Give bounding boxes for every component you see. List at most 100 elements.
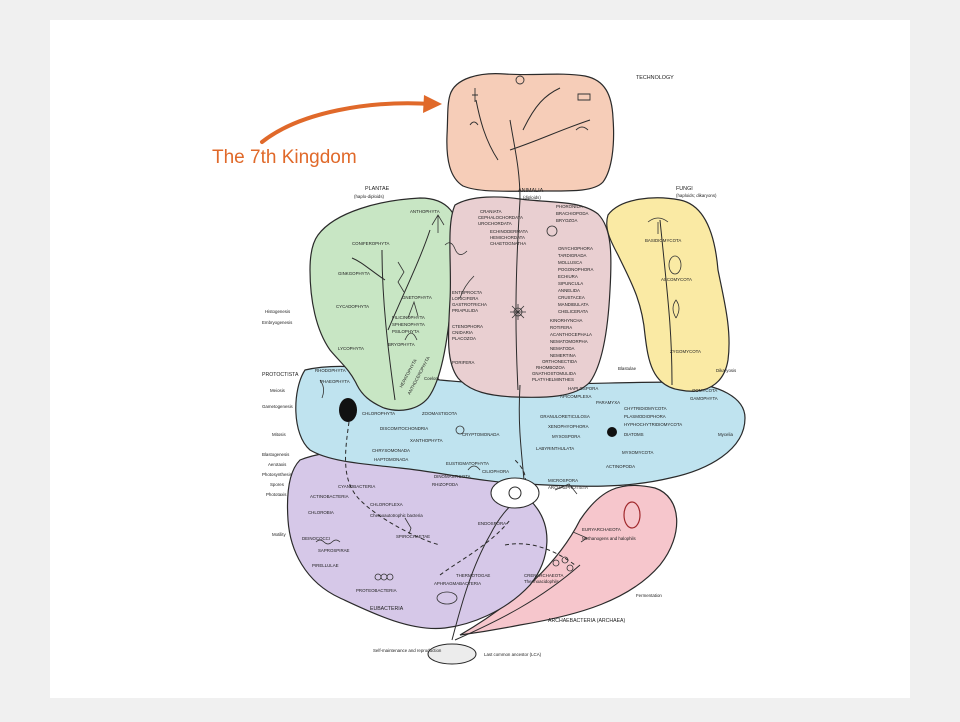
phylum-label: KINORHYNCHA bbox=[550, 318, 583, 323]
side-label-coelom: Coelom bbox=[424, 376, 439, 381]
self-maintenance-label: Self-maintenance and reproduction bbox=[373, 648, 442, 653]
side-label-fermentation: Fermentation bbox=[636, 593, 662, 598]
group-label: ENDOSPORA bbox=[478, 521, 506, 526]
phylum-label: ZOOMASTIGOTA bbox=[422, 411, 457, 416]
phylum-label: POGONOPHORA bbox=[558, 267, 593, 272]
kingdom-headings: TECHNOLOGY ANIMALIA (diploids) PLANTAE (… bbox=[262, 75, 717, 657]
phylum-label: ACANTHOCEPHALA bbox=[550, 332, 592, 337]
phylum-label: DIATOMS bbox=[624, 432, 644, 437]
animalia-label: ANIMALIA bbox=[518, 188, 544, 194]
phylum-label: CILIOPHORA bbox=[482, 469, 509, 474]
organism-sketches bbox=[319, 214, 682, 495]
group-label: EURYARCHAEOTA bbox=[582, 527, 621, 532]
phylum-label: CTENOPHORA bbox=[452, 324, 483, 329]
plantae-label: PLANTAE bbox=[365, 186, 390, 192]
phylum-label: CNIDARIA bbox=[452, 330, 473, 335]
side-label-spores: Spores bbox=[270, 482, 285, 487]
side-label-motility: Motility bbox=[272, 532, 286, 537]
phylum-label: ZYGOMYCOTA bbox=[670, 349, 701, 354]
technology-sketches bbox=[469, 75, 591, 131]
phylum-label: CEPHALOCHORDATA bbox=[478, 215, 523, 220]
group-label: PROTEOBACTERIA bbox=[356, 588, 397, 593]
phylum-label: CHLOROPHYTA bbox=[362, 411, 395, 416]
phylum-label: HYPHOCHYTRIDIOMYCOTA bbox=[624, 422, 682, 427]
diatom-dark-sketch bbox=[607, 427, 617, 437]
group-label: Chemoautotrophic bacteria bbox=[370, 513, 423, 518]
phylum-label: FILICINOPHYTA bbox=[392, 315, 425, 320]
phylum-label: LYCOPHYTA bbox=[338, 346, 364, 351]
phylum-label: SIPUNCULA bbox=[558, 281, 583, 286]
phylum-label: ONYCHOPHORA bbox=[558, 246, 593, 251]
phylum-label: GASTROTRICHA bbox=[452, 302, 487, 307]
process-labels: Histogenesis Embryogenesis Meiosis Gamet… bbox=[262, 309, 737, 598]
animalia-sublabel: (diploids) bbox=[523, 195, 541, 200]
fungi-label: FUNGI bbox=[676, 186, 693, 192]
phylum-label: ANTHOPHYTA bbox=[410, 209, 440, 214]
phylum-label: PLACOZOA bbox=[452, 336, 476, 341]
phylum-label: CONIFEROPHYTA bbox=[352, 241, 390, 246]
side-label-mitosis: Mitosis bbox=[272, 432, 286, 437]
fungi-phyla: BASIDIOMYCOTA ASCOMYCOTA ZYGOMYCOTA bbox=[645, 238, 701, 354]
phylum-label: HAPTOMONADA bbox=[374, 457, 408, 462]
side-label-photosynthesis: Photosynthesis bbox=[262, 472, 293, 477]
phylum-label: ENTOPROCTA bbox=[452, 290, 482, 295]
side-label-meiosis: Meiosis bbox=[270, 388, 286, 393]
phylum-label: CHAETOGNATHA bbox=[490, 241, 526, 246]
archaea-cell-sketch bbox=[623, 501, 641, 529]
phylum-label: ANNELIDA bbox=[558, 288, 580, 293]
bacteria-sketches bbox=[315, 517, 588, 605]
phylum-label: RHOMBOZOA bbox=[536, 365, 565, 370]
phylum-label: MOLLUSCA bbox=[558, 260, 582, 265]
group-label: CYANOBACTERIA bbox=[338, 484, 375, 489]
group-label: CHLOROFLEXA bbox=[370, 502, 403, 507]
side-label-gametogenesis: Gametogenesis bbox=[262, 404, 294, 409]
group-label: THERMOTOGAE bbox=[456, 573, 490, 578]
phylum-label: GRANULORETICULOSA bbox=[540, 414, 590, 419]
group-label: CRENARCHAEOTA bbox=[524, 573, 564, 578]
group-label: Thermoacidophils bbox=[524, 579, 559, 584]
phylum-label: TARDIGRADA bbox=[558, 253, 587, 258]
protoctista-label: PROTOCTISTA bbox=[262, 372, 299, 378]
phylum-label: XANTHOPHYTA bbox=[410, 438, 443, 443]
phylum-label: GNETOPHYTA bbox=[402, 295, 432, 300]
phylum-label: CRYPTOMONADA bbox=[462, 432, 499, 437]
technology-label: TECHNOLOGY bbox=[636, 75, 674, 81]
arrow-head bbox=[423, 95, 442, 113]
plantae-phyla: ANTHOPHYTA CONIFEROPHYTA GINKGOPHYTA GNE… bbox=[336, 209, 440, 395]
phylum-label: ARCHAEPROTISTA bbox=[548, 485, 588, 490]
phylogeny-trunks bbox=[351, 87, 673, 641]
side-label-histogenesis: Histogenesis bbox=[265, 309, 291, 314]
animalia-phyla: CRANIATA CEPHALOCHORDATA UROCHORDATA ECH… bbox=[452, 204, 593, 382]
phylum-label: BRYOZOA bbox=[556, 218, 577, 223]
phylum-label: PARAMYXA bbox=[596, 400, 620, 405]
phylum-label: PORIFERA bbox=[452, 360, 475, 365]
technology-region bbox=[446, 73, 615, 192]
phylum-label: RHODOPHYTA bbox=[315, 368, 346, 373]
phylum-label: PLASMODIOPHORA bbox=[624, 414, 666, 419]
phylum-label: HAPLOSPORA bbox=[568, 386, 598, 391]
arrow-line bbox=[260, 101, 434, 144]
plantae-sublabel: (haplo-diploids) bbox=[354, 194, 385, 199]
lca-label: Last common ancestor (LCA) bbox=[484, 652, 542, 657]
phylum-label: UROCHORDATA bbox=[478, 221, 512, 226]
phylum-label: ACTINOPODA bbox=[606, 464, 635, 469]
group-label: PIRELLULAE bbox=[312, 563, 339, 568]
phylum-label: DISCOMITOCHONDRIA bbox=[380, 426, 428, 431]
eubacteria-label: EUBACTERIA bbox=[370, 606, 404, 612]
phylum-label: LORICIFERA bbox=[452, 296, 478, 301]
phylum-label: MICROSPORA bbox=[548, 478, 578, 483]
side-label-phototaxis: Phototaxis bbox=[266, 492, 287, 497]
dashed-lineages bbox=[345, 414, 576, 576]
phylum-label: RHIZOPODA bbox=[432, 482, 458, 487]
side-label-aerotaxis: Aerotaxis bbox=[268, 462, 287, 467]
phylum-label: BRYOPHYTA bbox=[388, 342, 415, 347]
archaea-groups: EURYARCHAEOTA Methanogens and halophils … bbox=[524, 527, 637, 584]
group-label: DEINOCOCCI bbox=[302, 536, 330, 541]
phylum-label: NEMERTINA bbox=[550, 353, 576, 358]
phylum-label: CHRYSOMONADA bbox=[372, 448, 410, 453]
phylum-label: NEMATODA bbox=[550, 346, 575, 351]
phylum-label: OOMYCOTA bbox=[692, 388, 717, 393]
fungi-sublabel: (haploids; dikaryons) bbox=[676, 193, 717, 198]
cell-nucleus-sketch bbox=[508, 486, 522, 500]
